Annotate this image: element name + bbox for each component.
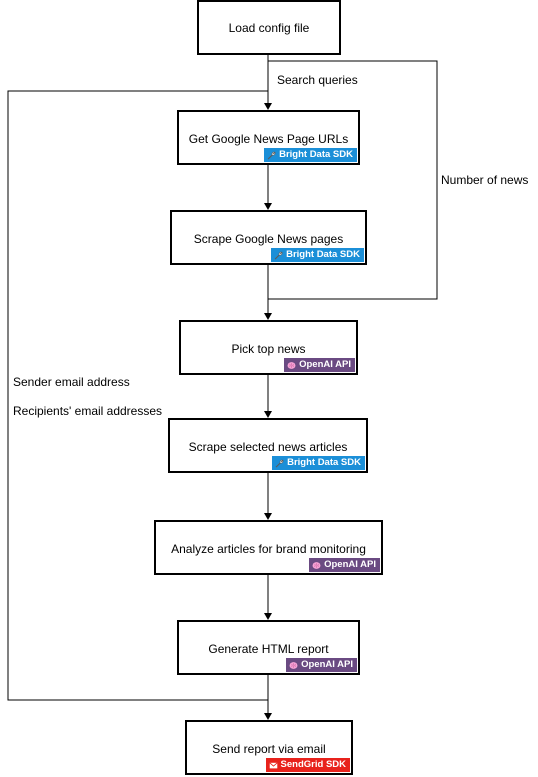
bright-data-sdk-badge: Bright Data SDK — [264, 148, 357, 162]
badge-label: OpenAI API — [301, 659, 353, 670]
node-analyze-articles: Analyze articles for brand monitoring Op… — [154, 520, 383, 575]
badge-label: OpenAI API — [324, 559, 376, 570]
node-send-report: Send report via email SendGrid SDK — [185, 720, 353, 775]
node-load-config: Load config file — [197, 0, 341, 55]
badge-label: OpenAI API — [299, 359, 351, 370]
openai-api-badge: OpenAI API — [309, 558, 380, 572]
edge-label-number-of-news: Number of news — [441, 173, 529, 187]
wrench-icon — [274, 251, 283, 259]
node-pick-top-news: Pick top news OpenAI API — [179, 320, 358, 375]
node-label: Analyze articles for brand monitoring — [171, 542, 366, 556]
node-scrape-google-news-pages: Scrape Google News pages Bright Data SDK — [170, 210, 367, 265]
node-label: Send report via email — [212, 742, 326, 756]
node-label: Scrape selected news articles — [188, 440, 348, 454]
openai-brain-icon — [312, 561, 321, 569]
edge-label-sender-email: Sender email address — [13, 375, 130, 389]
openai-brain-icon — [287, 361, 296, 369]
badge-label: SendGrid SDK — [280, 759, 346, 770]
node-label: Scrape Google News pages — [193, 232, 344, 246]
openai-brain-icon — [289, 661, 298, 669]
bright-data-sdk-badge: Bright Data SDK — [272, 456, 365, 470]
wrench-icon — [267, 151, 276, 159]
node-get-google-news-urls: Get Google News Page URLs Bright Data SD… — [177, 110, 360, 165]
edge-label-search-queries: Search queries — [277, 73, 358, 87]
sendgrid-sdk-badge: SendGrid SDK — [265, 758, 350, 772]
node-label: Generate HTML report — [208, 642, 329, 656]
node-label: Pick top news — [231, 342, 306, 356]
badge-label: Bright Data SDK — [287, 457, 361, 468]
edge-left-loop — [7, 90, 268, 701]
bright-data-sdk-badge: Bright Data SDK — [271, 248, 364, 262]
openai-api-badge: OpenAI API — [284, 358, 355, 372]
badge-label: Bright Data SDK — [279, 149, 353, 160]
node-generate-html-report: Generate HTML report OpenAI API — [177, 620, 360, 675]
edge-label-recipients-email: Recipients' email addresses — [13, 404, 163, 418]
envelope-icon — [268, 761, 278, 768]
node-label: Load config file — [228, 21, 310, 35]
openai-api-badge: OpenAI API — [286, 658, 357, 672]
edge-number-of-news — [268, 60, 438, 300]
node-label: Get Google News Page URLs — [188, 132, 349, 146]
badge-label: Bright Data SDK — [286, 249, 360, 260]
wrench-icon — [275, 459, 284, 467]
node-scrape-selected-articles: Scrape selected news articles Bright Dat… — [168, 418, 368, 473]
